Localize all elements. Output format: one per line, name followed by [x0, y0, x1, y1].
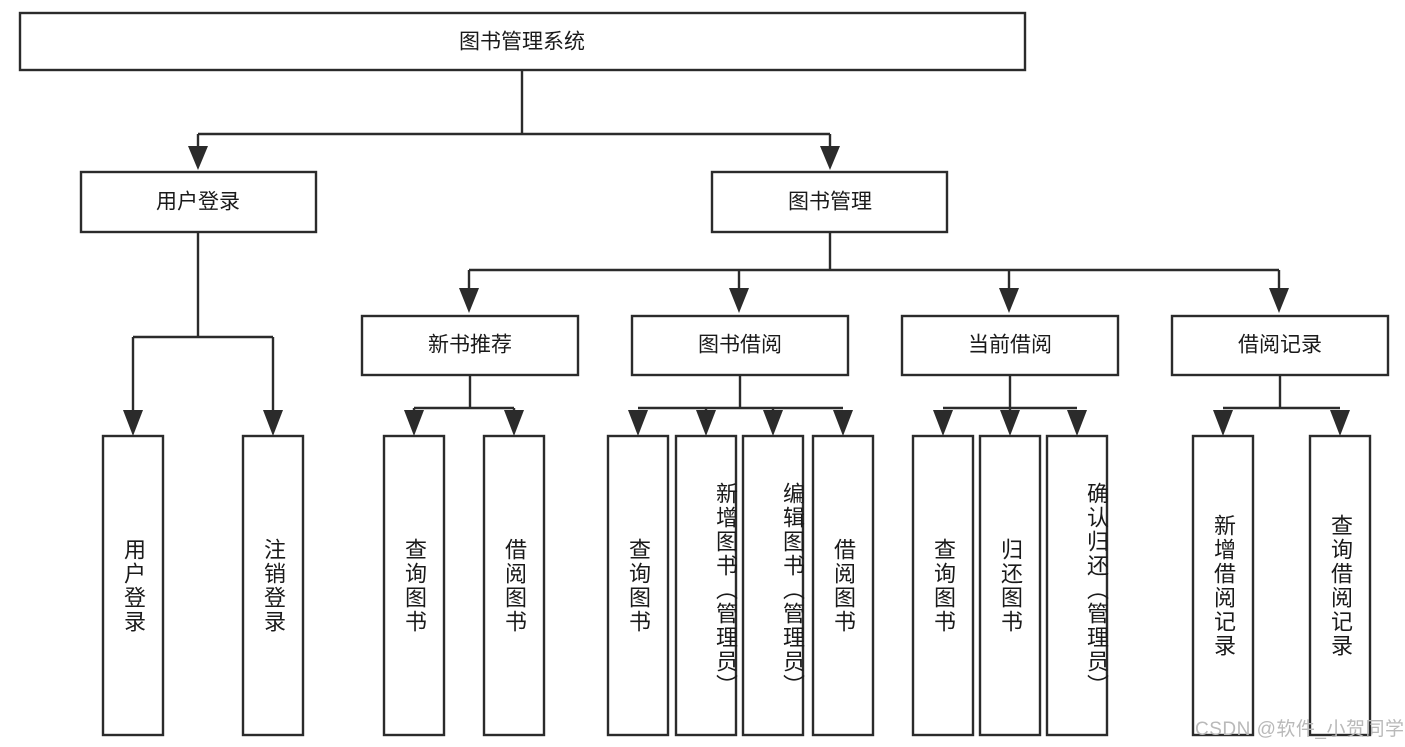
- arrow-head-leaf-query-book-3: [933, 410, 953, 436]
- node-book-borrow[interactable]: 图书借阅: [630, 314, 850, 377]
- leaf-query-borrow-record-box[interactable]: [1308, 434, 1372, 737]
- leaf-return-book-box[interactable]: [978, 434, 1042, 737]
- leaf-query-book-1-box[interactable]: [382, 434, 446, 737]
- node-borrow-record[interactable]: 借阅记录: [1170, 314, 1390, 377]
- arrow-head-borrow-record: [1269, 288, 1289, 313]
- borrow-record-label: 借阅记录: [1238, 334, 1322, 357]
- book-borrow-box: [630, 314, 850, 377]
- arrow-head-leaf-borrow-book-2: [833, 410, 853, 436]
- node-new-book-recommend[interactable]: 新书推荐: [360, 314, 580, 377]
- arrow-head-leaf-confirm-return-admin: [1067, 410, 1087, 436]
- new-book-recommend-box: [360, 314, 580, 377]
- leaf-query-book-2-box[interactable]: [606, 434, 670, 737]
- arrow-head-new-book-recommend: [459, 288, 479, 313]
- leaf-logout-box[interactable]: [241, 434, 305, 737]
- leaf-borrow-book-2-box[interactable]: [811, 434, 875, 737]
- leaf-confirm-return-admin-box[interactable]: [1045, 434, 1109, 737]
- book-management-box: [710, 170, 949, 234]
- leaf-edit-book-admin-box[interactable]: [741, 434, 805, 737]
- leaf-borrow-book-1-box[interactable]: [482, 434, 546, 737]
- current-borrow-box: [900, 314, 1120, 377]
- watermark-text: CSDN @软件_小贺同学: [1195, 719, 1405, 740]
- arrow-head-book-management: [820, 146, 840, 170]
- root-box: [18, 11, 1027, 72]
- new-book-recommend-label: 新书推荐: [428, 334, 512, 357]
- node-user-login[interactable]: 用户登录: [79, 170, 318, 234]
- arrow-head-leaf-logout: [263, 410, 283, 436]
- current-borrow-label: 当前借阅: [968, 334, 1052, 357]
- arrow-head-leaf-edit-book-admin: [763, 410, 783, 436]
- arrow-head-leaf-query-book-2: [628, 410, 648, 436]
- arrow-head-leaf-query-borrow-record: [1330, 410, 1350, 436]
- book-borrow-label: 图书借阅: [698, 334, 782, 357]
- arrow-head-leaf-add-borrow-record: [1213, 410, 1233, 436]
- arrow-head-leaf-return-book: [1000, 410, 1020, 436]
- arrow-head-leaf-user-login: [123, 410, 143, 436]
- arrow-head-current-borrow: [999, 288, 1019, 313]
- node-book-management[interactable]: 图书管理: [710, 170, 949, 234]
- arrow-head-user-login: [188, 146, 208, 170]
- root-label: 图书管理系统: [459, 31, 585, 54]
- arrow-head-leaf-add-book-admin: [696, 410, 716, 436]
- arrow-head-leaf-query-book-1: [404, 410, 424, 436]
- leaf-add-borrow-record-box[interactable]: [1191, 434, 1255, 737]
- node-root-library-management-system[interactable]: 图书管理系统: [18, 11, 1027, 72]
- node-current-borrow[interactable]: 当前借阅: [900, 314, 1120, 377]
- book-management-label: 图书管理: [788, 191, 872, 214]
- arrow-head-leaf-borrow-book-1: [504, 410, 524, 436]
- leaf-user-login-box[interactable]: [101, 434, 165, 737]
- arrow-head-book-borrow: [729, 288, 749, 313]
- borrow-record-box: [1170, 314, 1390, 377]
- leaf-query-book-3-box[interactable]: [911, 434, 975, 737]
- user-login-label: 用户登录: [156, 191, 240, 214]
- leaf-add-book-admin-box[interactable]: [674, 434, 738, 737]
